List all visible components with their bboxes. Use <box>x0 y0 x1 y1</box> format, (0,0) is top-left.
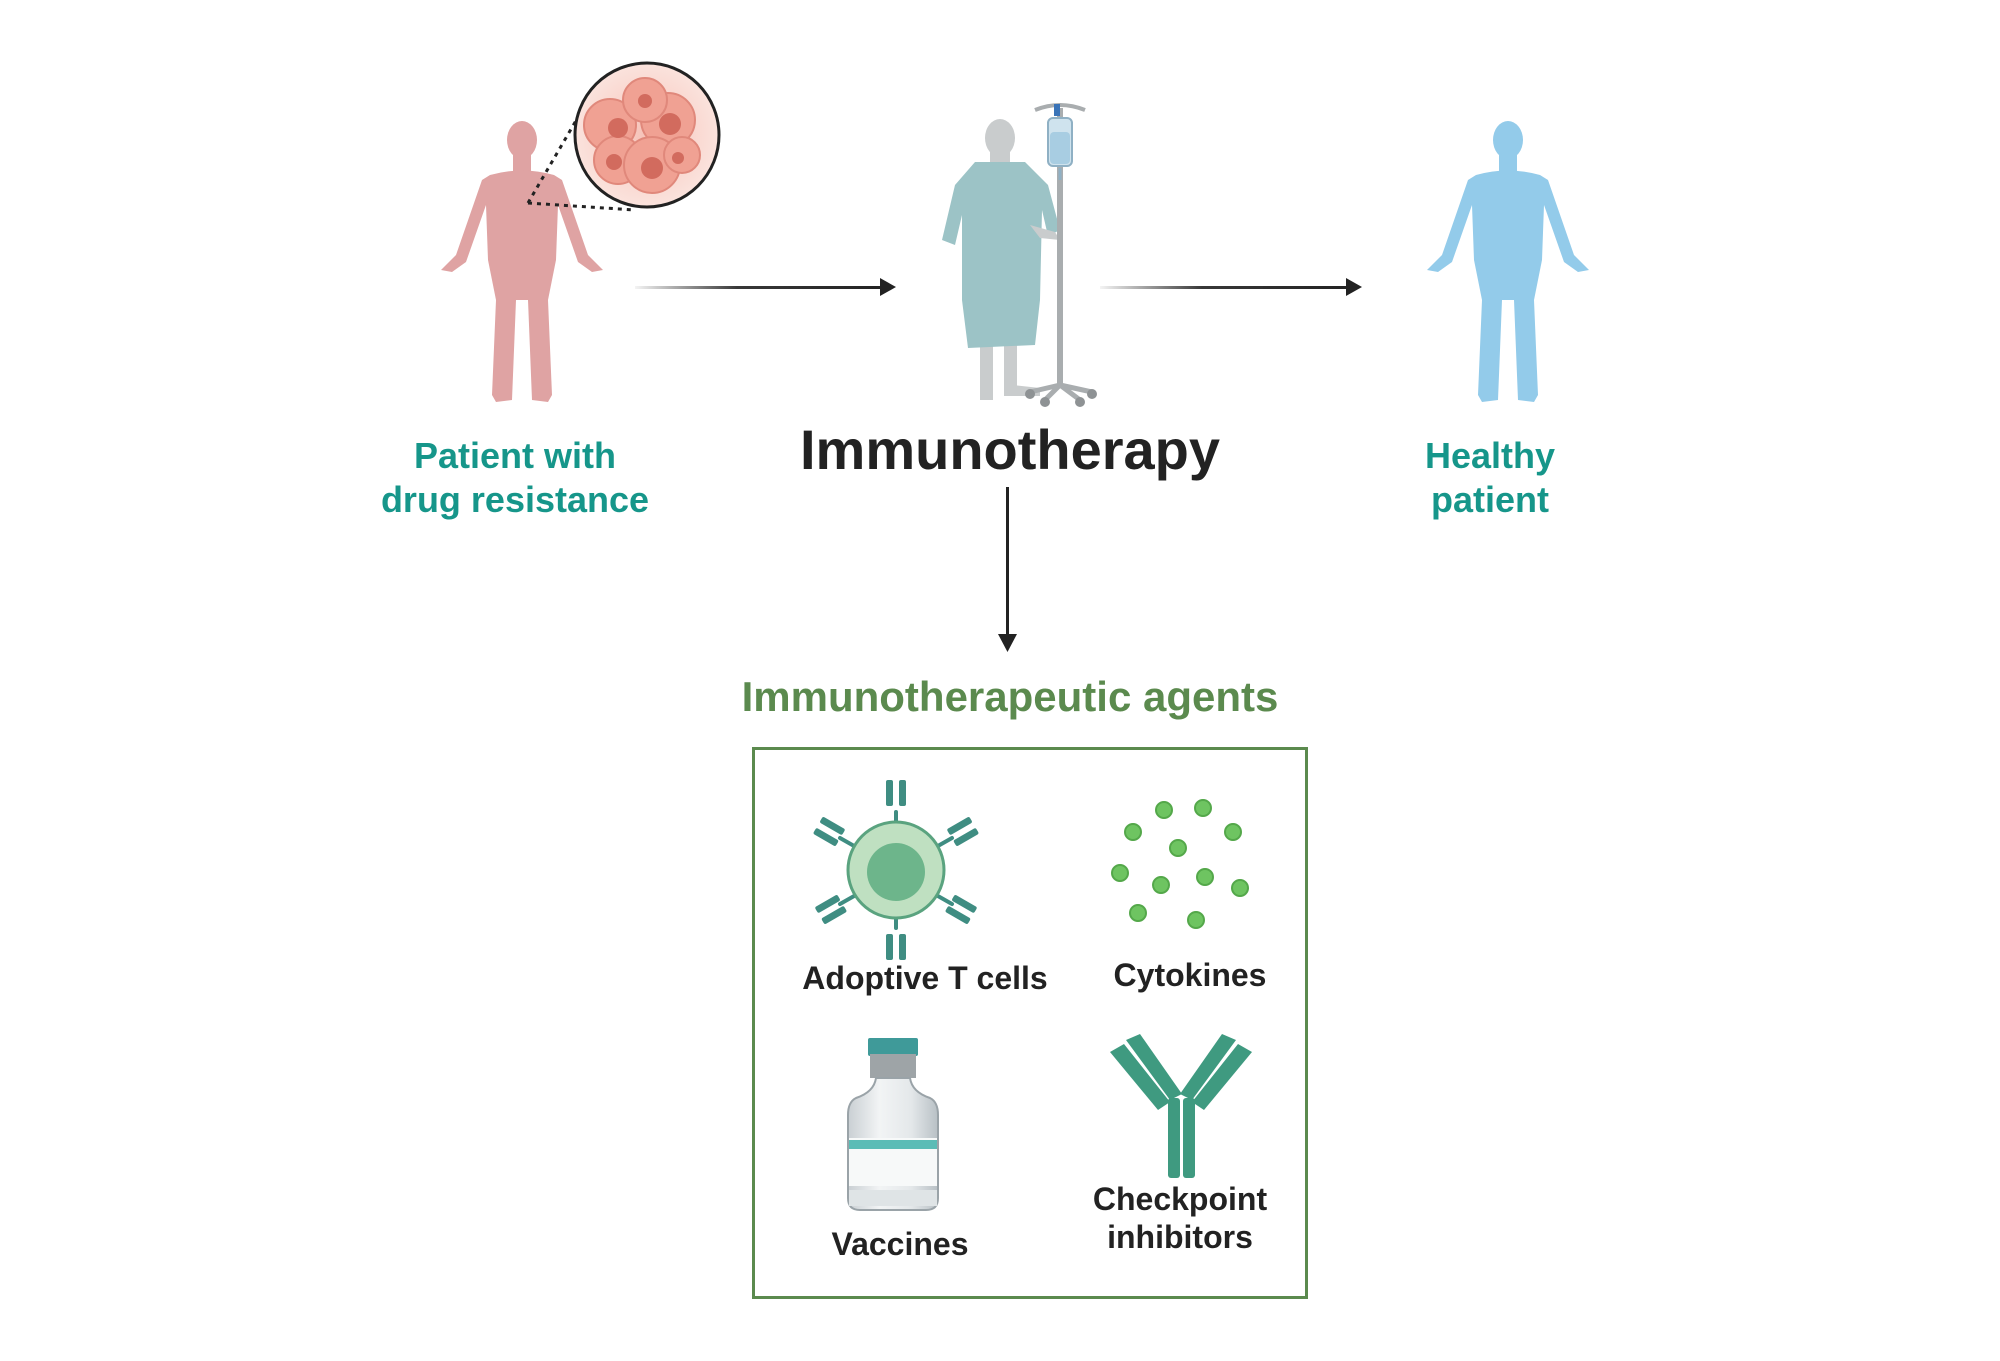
vaccine-vial-icon <box>847 1038 939 1211</box>
arrow-to-healthy <box>1100 278 1362 296</box>
patient-drug-resistance-label: Patient with drug resistance <box>375 434 655 522</box>
cancer-cells-icon <box>526 61 721 212</box>
patient-label-line1: Patient with <box>413 435 616 476</box>
checkpoint-label-line2: inhibitors <box>1107 1219 1253 1255</box>
checkpoint-label-line1: Checkpoint <box>1092 1181 1268 1217</box>
agents-title: Immunotherapeutic agents <box>741 673 1279 720</box>
t-cells-label: Adoptive T cells <box>802 960 1048 996</box>
patient-label-line2: drug resistance <box>380 479 650 520</box>
hospital-patient-icon <box>942 119 1060 400</box>
healthy-label-line1: Healthy <box>1424 435 1556 476</box>
healthy-patient-label: Healthy patient <box>1360 434 1620 522</box>
antibody-icon <box>1110 1034 1252 1178</box>
agents-box <box>752 747 1308 1299</box>
sick-body-icon <box>441 121 603 402</box>
healthy-body-icon <box>1427 121 1589 402</box>
vaccines-label: Vaccines <box>831 1226 969 1262</box>
cytokines-label: Cytokines <box>1113 957 1267 993</box>
immunotherapy-title: Immunotherapy <box>799 418 1221 481</box>
iv-drip-icon <box>1025 103 1097 407</box>
healthy-label-line2: patient <box>1430 479 1549 520</box>
arrow-to-agents <box>998 487 1017 652</box>
cytokine-dots-icon <box>1111 799 1249 929</box>
checkpoint-inhibitors-label: Checkpoint inhibitors <box>1070 1180 1290 1256</box>
t-cell-icon <box>813 780 979 960</box>
arrow-to-immunotherapy <box>635 278 896 296</box>
